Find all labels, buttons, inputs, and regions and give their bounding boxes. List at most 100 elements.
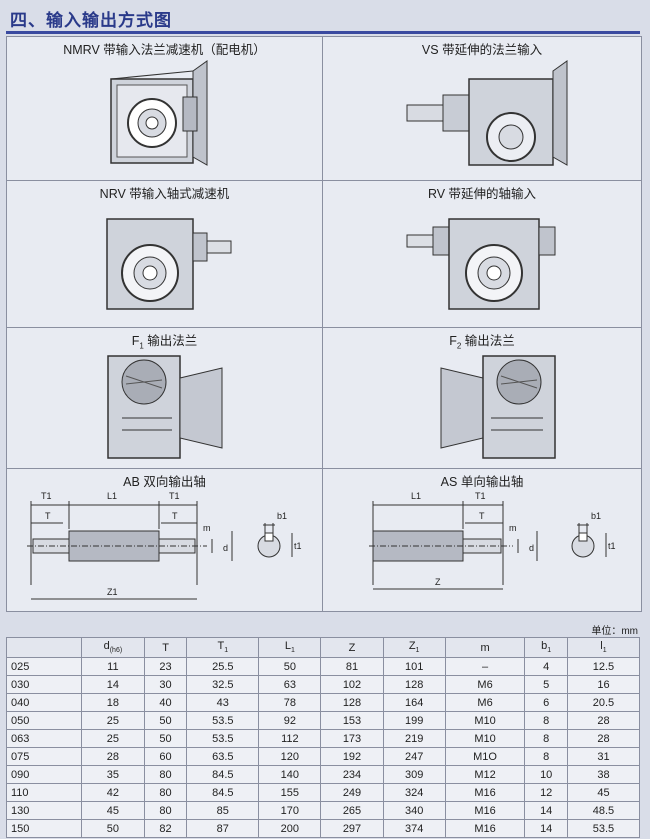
column-header: Z1	[382, 637, 446, 658]
panel-f1: F1 输出法兰	[7, 328, 323, 469]
table-cell: 80	[143, 783, 188, 802]
table-cell: 23	[143, 657, 188, 676]
table-cell: M12	[444, 765, 526, 784]
column-header-main: b	[541, 640, 548, 653]
panel-as: AS 单向输出轴	[323, 469, 641, 611]
column-header-main: Z	[408, 640, 416, 653]
table-cell: 43	[186, 693, 260, 712]
table-cell: 31	[566, 747, 641, 766]
table-cell: –	[444, 657, 526, 676]
column-header: T1	[186, 637, 260, 658]
dim-label: m	[509, 523, 517, 533]
table-cell: M16	[444, 801, 526, 820]
nmrv-drawing	[110, 60, 208, 166]
table-cell: 12	[524, 783, 568, 802]
unit-label: 单位：mm	[591, 626, 638, 637]
column-header-main: T	[162, 641, 169, 654]
table-cell: 50	[143, 711, 188, 730]
table-cell: M16	[444, 819, 526, 838]
column-header: b1	[524, 637, 568, 658]
table-cell: 219	[382, 729, 446, 748]
dim-label: t1	[294, 541, 302, 551]
column-header: l1	[566, 637, 641, 658]
column-header: T	[143, 637, 188, 658]
f2-caption-rest: 输出法兰	[461, 334, 515, 348]
table-cell: 14	[80, 675, 145, 694]
column-header-sub: 1	[602, 647, 607, 655]
table-cell: 32.5	[186, 675, 260, 694]
column-header-main: L	[284, 640, 291, 653]
as-shaft-diagram: L1 T1 T m d Z b1 t1	[369, 491, 616, 590]
table-cell: 309	[382, 765, 446, 784]
panel-caption: VS 带延伸的法兰输入	[421, 43, 543, 57]
rv-drawing	[406, 218, 556, 310]
column-header-sub: 1	[547, 647, 552, 655]
column-header: L1	[258, 637, 322, 658]
table-cell: 48.5	[566, 801, 641, 820]
dim-label: m	[203, 523, 211, 533]
table-cell: 128	[320, 693, 384, 712]
table-cell: 30	[143, 675, 188, 694]
table-cell: 14	[524, 819, 568, 838]
panel-vs: VS 带延伸的法兰输入	[323, 37, 641, 181]
panel-nrv: NRV 带输入轴式减速机	[7, 181, 323, 328]
table-cell: 153	[320, 711, 384, 730]
table-cell: M10	[444, 729, 526, 748]
table-cell: 38	[566, 765, 641, 784]
table-cell: 265	[320, 801, 384, 820]
column-header: m	[444, 637, 526, 658]
table-cell: 4	[524, 657, 568, 676]
table-cell: 84.5	[186, 783, 260, 802]
table-cell: 81	[320, 657, 384, 676]
nrv-drawing	[106, 218, 232, 310]
table-cell: 53.5	[186, 729, 260, 748]
table-cell: 45	[80, 801, 145, 820]
model-cell: 040	[6, 693, 82, 712]
page-title: 四、输入输出方式图	[10, 11, 172, 30]
panel-caption: F2 输出法兰	[323, 330, 641, 351]
model-cell: 110	[6, 783, 82, 802]
table-cell: 92	[258, 711, 322, 730]
table-cell: 10	[524, 765, 568, 784]
table-cell: 25	[80, 711, 145, 730]
table-cell: 120	[258, 747, 322, 766]
table-cell: 6	[524, 693, 568, 712]
dim-label: T1	[169, 491, 180, 501]
table-cell: M6	[444, 675, 526, 694]
model-cell: 090	[6, 765, 82, 784]
column-header-main: d	[103, 640, 110, 653]
table-cell: 78	[258, 693, 322, 712]
table-cell: 249	[320, 783, 384, 802]
table-cell: 87	[186, 819, 260, 838]
dim-label: d	[529, 543, 534, 553]
table-cell: M1O	[444, 747, 526, 766]
table-cell: 8	[524, 711, 568, 730]
table-cell: 102	[320, 675, 384, 694]
panel-caption: F1 输出法兰	[7, 330, 322, 351]
table-cell: 50	[143, 729, 188, 748]
table-cell: 40	[143, 693, 188, 712]
table-cell: 28	[566, 729, 641, 748]
table-cell: 101	[382, 657, 446, 676]
table-cell: 140	[258, 765, 322, 784]
model-cell: 030	[6, 675, 82, 694]
ab-shaft-diagram: T1 L1 T1 T T m d Z1 b1 t1	[27, 491, 302, 600]
dim-label: Z1	[107, 587, 118, 597]
panel-ab: AB 双向输出轴	[7, 469, 323, 611]
panel-f2: F2 输出法兰	[323, 328, 641, 469]
table-cell: 340	[382, 801, 446, 820]
vs-drawing	[406, 60, 568, 166]
f1-caption-main: F	[131, 334, 140, 348]
table-cell: 28	[566, 711, 641, 730]
column-header: d(h6)	[80, 637, 145, 658]
table-cell: 199	[382, 711, 446, 730]
dim-label: T1	[475, 491, 486, 501]
panel-caption: AS 单向输出轴	[440, 475, 524, 489]
table-cell: 12.5	[566, 657, 641, 676]
